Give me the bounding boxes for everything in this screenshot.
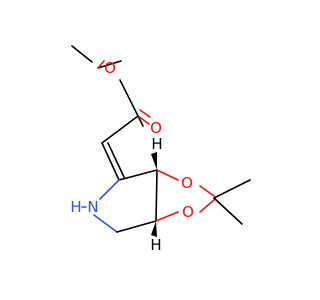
stereo-wedge-top xyxy=(151,152,157,170)
carbonyl-double-bond-a xyxy=(137,115,150,125)
carbonyl-double-bond-1 xyxy=(137,115,144,127)
ring-c6-c6a xyxy=(116,220,157,233)
methyl-ester-bond xyxy=(97,60,122,69)
ring-o-bottom-cq xyxy=(199,199,215,213)
ring-o-top-cq xyxy=(199,185,215,197)
alkene-double-bond-b xyxy=(107,142,125,178)
ring-c4-n xyxy=(99,179,120,200)
ring-n-c6 xyxy=(93,214,118,233)
methyl-bond xyxy=(71,45,93,63)
carbonyl-o-label: O xyxy=(150,119,162,137)
ester-o-carbonyl-bond xyxy=(119,79,139,117)
molecule-structure: O O O O N H H H xyxy=(70,45,251,254)
ring-c3a-o xyxy=(156,169,179,181)
ester-o-label: O xyxy=(104,59,116,77)
cq-methyl-top xyxy=(213,179,251,199)
alkene-double-bond-a xyxy=(101,142,120,181)
ester-o-bond-left xyxy=(97,60,105,69)
ring-o-bottom-label: O xyxy=(182,203,194,221)
ring-c3a-c6a xyxy=(155,169,158,222)
stereo-h-top-label: H xyxy=(151,135,162,153)
stereo-h-bottom-label: H xyxy=(150,236,161,254)
nitrogen-label: N xyxy=(87,198,98,216)
alkene-single-bond xyxy=(101,115,139,144)
ring-c4-c3a xyxy=(118,169,158,181)
cq-methyl-bottom xyxy=(213,197,243,225)
ring-c6a-o xyxy=(155,211,179,222)
nh-hydrogen-label: H xyxy=(70,198,81,216)
carbonyl-double-bond-b xyxy=(139,109,151,118)
ring-o-top-label: O xyxy=(181,174,193,192)
stereo-wedge-bottom xyxy=(151,221,157,237)
